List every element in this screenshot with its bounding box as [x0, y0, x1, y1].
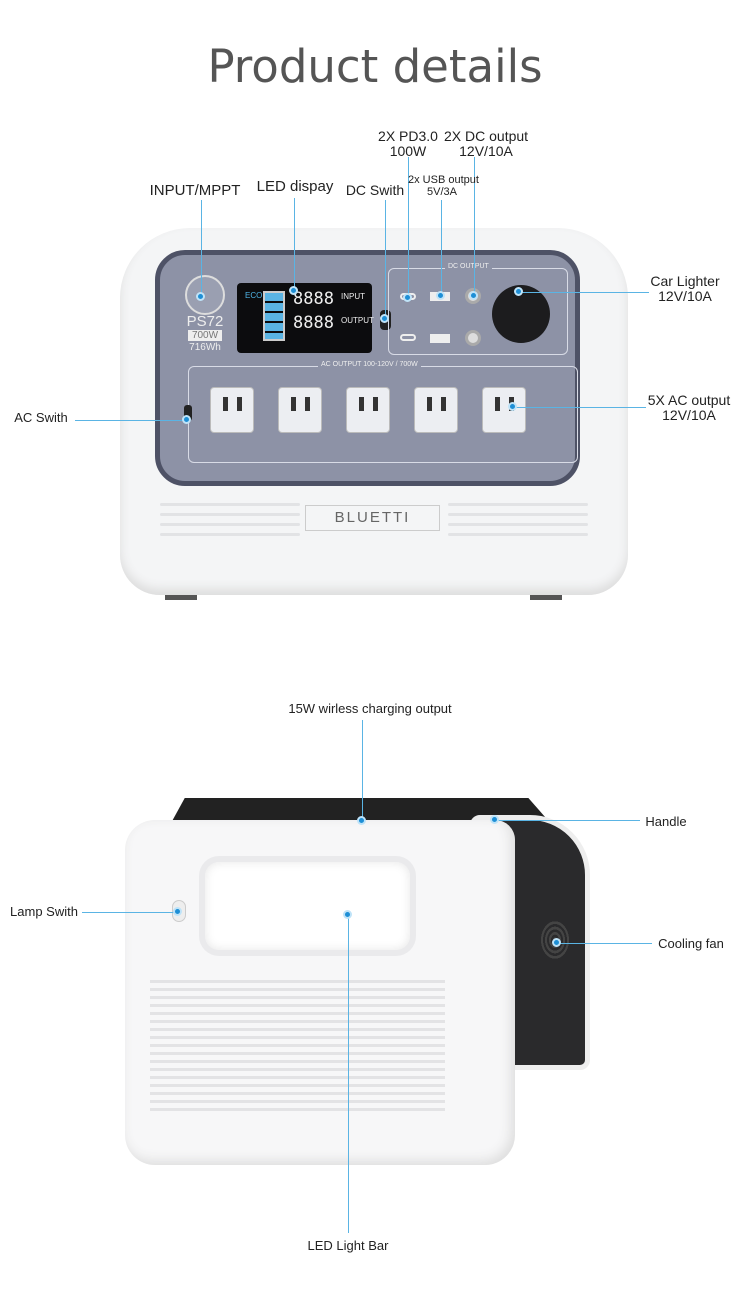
callout-dot [357, 816, 366, 825]
label-ac-line1: 5X AC output [647, 392, 731, 408]
vent [160, 533, 300, 536]
label-cooling-fan: Cooling fan [658, 936, 724, 951]
callout-dot [289, 286, 298, 295]
callout-dot [196, 292, 205, 301]
model-name: PS72 [186, 313, 224, 330]
vent [160, 503, 300, 506]
label-ac-line2: 12V/10A [662, 407, 716, 423]
callout-dot [380, 314, 389, 323]
callout-line [201, 200, 202, 296]
vent [160, 523, 300, 526]
vent [448, 533, 588, 536]
label-car-line1: Car Lighter [650, 273, 720, 289]
foot [530, 592, 562, 600]
dc-output-label: DC OUTPUT [445, 263, 492, 270]
label-led-light-bar: LED Light Bar [307, 1238, 389, 1253]
callout-line [513, 407, 646, 408]
label-car-line2: 12V/10A [658, 288, 712, 304]
label-led-display: LED dispay [256, 178, 334, 195]
vent [160, 513, 300, 516]
label-pd-line1: 2X PD3.0 [378, 128, 438, 144]
vent [448, 503, 588, 506]
vent [448, 513, 588, 516]
lcd-output-label: OUTPUT [341, 316, 374, 325]
battery-icon [263, 291, 285, 341]
brand-logo: BLUETTI [305, 505, 440, 531]
callout-line [495, 820, 640, 821]
ac-output-label: AC OUTPUT 100-120V / 700W [318, 361, 421, 368]
callout-dot [436, 291, 445, 300]
label-dc-output-line2: 12V/10A [459, 143, 513, 159]
callout-dot [552, 938, 561, 947]
callout-dot [343, 910, 352, 919]
label-wireless-charging: 15W wirless charging output [288, 701, 452, 716]
callout-line [519, 292, 649, 293]
callout-line [82, 912, 178, 913]
dc-port [465, 330, 481, 346]
callout-line [75, 420, 187, 421]
callout-line [385, 200, 386, 318]
ac-outlet [210, 387, 254, 433]
callout-line [557, 943, 652, 944]
label-dc-output-line1: 2X DC output [444, 128, 529, 144]
callout-line [348, 915, 349, 1233]
callout-line [362, 720, 363, 820]
callout-line [441, 200, 442, 295]
capacity-text: 716Wh [189, 342, 221, 353]
ac-switch[interactable] [184, 405, 192, 421]
callout-dot [182, 415, 191, 424]
callout-dot [403, 293, 412, 302]
label-handle: Handle [645, 814, 687, 829]
label-pd-line2: 100W [389, 143, 427, 159]
usb-a-port [430, 334, 450, 343]
callout-dot [514, 287, 523, 296]
usb-c-port [400, 334, 416, 341]
lcd-output-value: 8888 [293, 313, 334, 333]
label-input-mppt: INPUT/MPPT [149, 182, 241, 199]
foot [165, 592, 197, 600]
callout-dot [173, 907, 182, 916]
label-ac-switch: AC Swith [14, 410, 68, 425]
callout-line [408, 157, 409, 297]
lcd-input-label: INPUT [341, 292, 365, 301]
ac-outlet [346, 387, 390, 433]
callout-dot [490, 815, 499, 824]
callout-line [474, 157, 475, 295]
label-usb-line1: 2x USB output [408, 174, 479, 186]
vents [150, 975, 445, 1115]
ac-outlet [482, 387, 526, 433]
callout-dot [508, 402, 517, 411]
lcd-input-value: 8888 [293, 289, 334, 309]
vent [448, 523, 588, 526]
led-light-bar [205, 862, 410, 950]
label-usb-line2: 5V/3A [427, 186, 457, 198]
callout-line [294, 198, 295, 290]
ac-outlet [414, 387, 458, 433]
input-port [185, 275, 225, 315]
lcd-display: ECO 8888 INPUT 8888 OUTPUT [237, 283, 374, 353]
page-title: Product details [207, 40, 543, 93]
power-badge: 700W [188, 330, 222, 341]
label-dc-switch: DC Swith [345, 182, 405, 198]
lcd-eco: ECO [245, 291, 263, 300]
callout-dot [469, 291, 478, 300]
ac-outlet [278, 387, 322, 433]
label-lamp-switch: Lamp Swith [10, 904, 78, 919]
